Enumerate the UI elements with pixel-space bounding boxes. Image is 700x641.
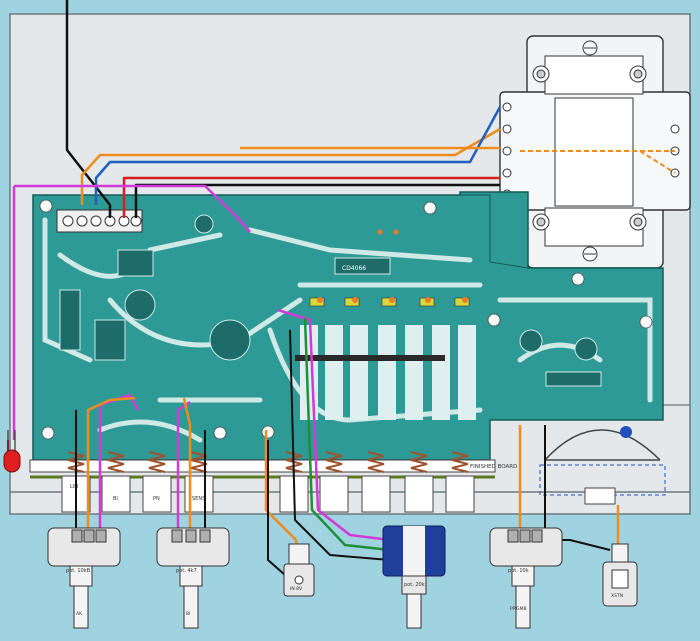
rotary-pot-1 [47, 527, 121, 629]
panel-label-4: SENS [192, 496, 205, 502]
wire-orange-pot2 [182, 397, 192, 550]
wire-red [122, 176, 500, 218]
panel-label-2: BI [113, 496, 118, 502]
wire-orange-dashed [520, 150, 676, 174]
pot-label-1: pot. 10kB [66, 568, 91, 574]
ic-label: CD4066 [342, 265, 366, 272]
pot-label-3: pot. 20k [404, 582, 425, 588]
wire-magenta-left [12, 184, 251, 440]
wire-black-mid [289, 329, 391, 561]
socket-label-1: IN 8V [290, 586, 303, 592]
wire-orange-pot [86, 396, 136, 550]
socket-label-2: XSTN [611, 593, 623, 599]
wire-green [303, 317, 391, 552]
led-icon [3, 430, 21, 473]
rotary-pot-4 [489, 527, 563, 629]
rotary-pot-2 [156, 527, 230, 629]
shaft-label-4: PP.GMB [510, 606, 527, 612]
meter-dial [539, 426, 666, 505]
board-label: FINISHED BOARD [470, 464, 517, 470]
socket-input [283, 543, 315, 597]
shaft-label-2: BI [186, 611, 190, 617]
terminal-block [56, 209, 143, 233]
wire-black-jack [267, 440, 286, 576]
panel-label-1: LIN [70, 484, 78, 490]
shaft-label-1: AK [76, 611, 83, 617]
wire-magenta-mid [277, 308, 391, 542]
wire-black-mains [65, 0, 112, 218]
socket-output [602, 543, 638, 607]
pcb-board [32, 191, 664, 461]
pot-label-4: pot. 10k [508, 568, 529, 574]
rotary-pot-3 [382, 525, 446, 629]
pot-label-2: pot. 4k7 [176, 568, 197, 574]
panel-label-3: PN [153, 496, 160, 502]
